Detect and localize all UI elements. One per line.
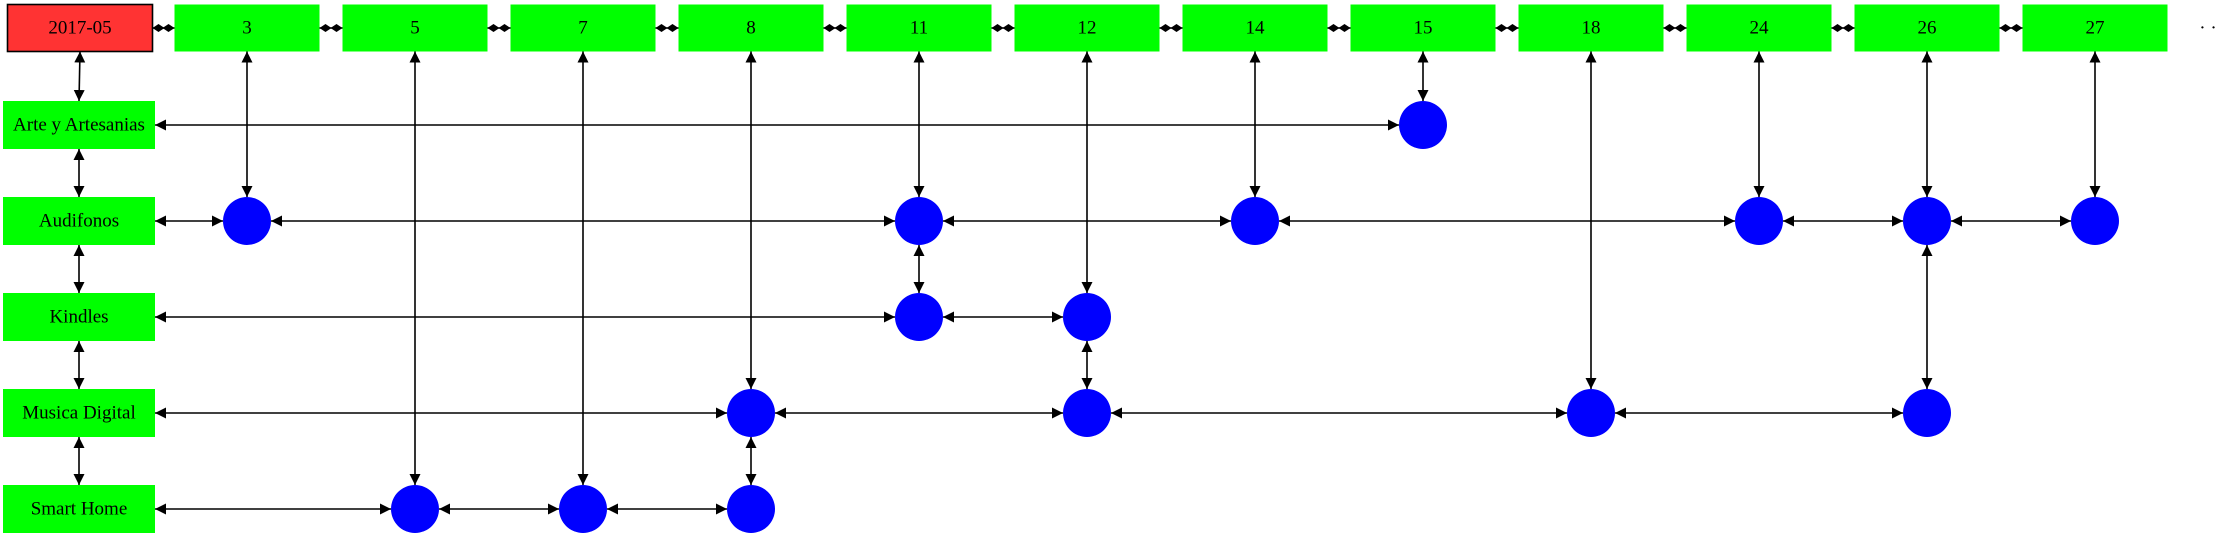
- trailing-marker: · ·: [2199, 18, 2216, 39]
- day-label: 15: [1414, 18, 1433, 39]
- day-label: 26: [1918, 18, 1937, 39]
- event-node: [1567, 389, 1615, 437]
- category-box: [3, 389, 155, 437]
- event-node: [391, 485, 439, 533]
- day-label: 3: [242, 18, 252, 39]
- event-node: [895, 293, 943, 341]
- category-label: Musica Digital: [22, 403, 135, 424]
- category-box: [3, 197, 155, 245]
- event-node: [1063, 293, 1111, 341]
- day-box: [342, 4, 488, 52]
- day-label: 8: [746, 18, 756, 39]
- day-box: [1518, 4, 1664, 52]
- category-label: Audifonos: [39, 211, 119, 232]
- day-box: [510, 4, 656, 52]
- day-label: 24: [1750, 18, 1770, 39]
- event-node: [727, 485, 775, 533]
- day-label: 11: [910, 18, 928, 39]
- event-node: [1063, 389, 1111, 437]
- nodes-layer: [3, 3, 2168, 533]
- event-node: [559, 485, 607, 533]
- event-node: [2071, 197, 2119, 245]
- day-box: [1350, 4, 1496, 52]
- event-node: [223, 197, 271, 245]
- day-label: 7: [578, 18, 588, 39]
- day-label: 12: [1078, 18, 1097, 39]
- day-box: [2022, 4, 2168, 52]
- day-label: 18: [1582, 18, 1601, 39]
- category-label: Smart Home: [31, 499, 128, 520]
- day-label: 14: [1246, 18, 1266, 39]
- category-label: Kindles: [49, 307, 108, 328]
- category-box: [3, 293, 155, 341]
- day-label: 27: [2086, 18, 2105, 39]
- event-node: [727, 389, 775, 437]
- edges-layer: [73, 24, 2101, 515]
- event-node: [1903, 389, 1951, 437]
- day-box: [846, 4, 992, 52]
- month-box: [6, 3, 154, 53]
- event-node: [895, 197, 943, 245]
- category-label: Arte y Artesanias: [13, 115, 145, 136]
- day-label: 5: [410, 18, 420, 39]
- event-node: [1231, 197, 1279, 245]
- labels-layer: 2017-05 3 5 7 8 11 12 14 15 18 24 26 27 · · Arte y Art…: [13, 18, 2217, 520]
- event-node: [1399, 101, 1447, 149]
- day-box: [1686, 4, 1832, 52]
- day-box: [174, 4, 320, 52]
- category-link-edge: [73, 51, 86, 102]
- day-box: [678, 4, 824, 52]
- event-node: [1903, 197, 1951, 245]
- category-box: [3, 101, 155, 149]
- month-label: 2017-05: [48, 18, 111, 39]
- day-box: [1854, 4, 2000, 52]
- category-box: [3, 485, 155, 533]
- event-node: [1735, 197, 1783, 245]
- day-box: [1014, 4, 1160, 52]
- day-box: [1182, 4, 1328, 52]
